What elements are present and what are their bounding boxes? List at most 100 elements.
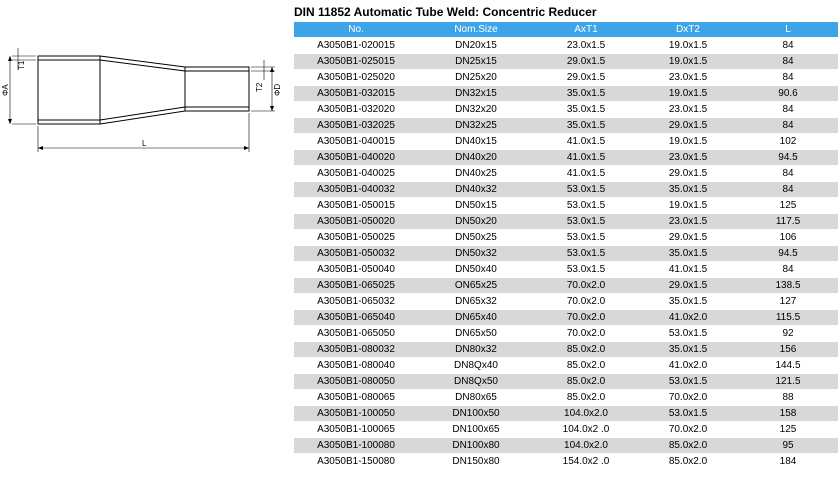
cell-nom-size: DN40x25 [418,165,534,182]
cell-part-no: A3050B1-100050 [294,405,418,422]
cell-nom-size: DN100x80 [418,437,534,454]
cell-part-no: A3050B1-025020 [294,69,418,86]
cell-nom-size: DN50x15 [418,197,534,214]
cell-dxt2: 19.0x1.5 [638,133,738,150]
cell-nom-size: DN8Qx40 [418,357,534,374]
cell-axt1: 53.0x1.5 [534,245,638,262]
cell-dxt2: 19.0x1.5 [638,85,738,102]
cell-dxt2: 53.0x1.5 [638,325,738,342]
cell-dxt2: 53.0x1.5 [638,373,738,390]
cell-part-no: A3050B1-100080 [294,437,418,454]
cell-nom-size: DN50x25 [418,229,534,246]
cell-axt1: 85.0x2.0 [534,373,638,390]
cell-axt1: 70.0x2.0 [534,325,638,342]
cell-part-no: A3050B1-050020 [294,213,418,230]
cell-dxt2: 23.0x1.5 [638,69,738,86]
reducer-drawing: T1 ΦA T2 ΦD L [1,48,282,152]
cell-dxt2: 85.0x2.0 [638,437,738,454]
cell-part-no: A3050B1-080032 [294,341,418,358]
cell-axt1: 53.0x1.5 [534,261,638,278]
cell-length: 138.5 [738,277,838,294]
cell-length: 88 [738,389,838,406]
cell-length: 90.6 [738,85,838,102]
cell-dxt2: 29.0x1.5 [638,229,738,246]
cell-axt1: 53.0x1.5 [534,197,638,214]
cell-dxt2: 70.0x2.0 [638,421,738,438]
cell-part-no: A3050B1-150080 [294,453,418,470]
cell-axt1: 35.0x1.5 [534,101,638,118]
cell-length: 144.5 [738,357,838,374]
cell-axt1: 53.0x1.5 [534,213,638,230]
cell-part-no: A3050B1-080040 [294,357,418,374]
cell-axt1: 29.0x1.5 [534,69,638,86]
column-header-nom-size: Nom.Size [418,22,534,38]
dimension-arrows [8,56,274,150]
cell-axt1: 70.0x2.0 [534,293,638,310]
cell-dxt2: 23.0x1.5 [638,149,738,166]
cell-nom-size: DN40x15 [418,133,534,150]
cell-dxt2: 35.0x1.5 [638,341,738,358]
cell-nom-size: DN25x15 [418,53,534,70]
cell-dxt2: 29.0x1.5 [638,277,738,294]
cell-axt1: 35.0x1.5 [534,117,638,134]
cell-length: 84 [738,101,838,118]
cell-axt1: 85.0x2.0 [534,389,638,406]
cell-dxt2: 29.0x1.5 [638,165,738,182]
cell-part-no: A3050B1-065032 [294,293,418,310]
cell-length: 95 [738,437,838,454]
cell-length: 102 [738,133,838,150]
cell-dxt2: 35.0x1.5 [638,181,738,198]
cell-part-no: A3050B1-080050 [294,373,418,390]
cell-dxt2: 19.0x1.5 [638,53,738,70]
cell-length: 84 [738,37,838,54]
l-label: L [142,139,147,148]
cell-axt1: 104.0x2 .0 [534,421,638,438]
cell-axt1: 85.0x2.0 [534,341,638,358]
cell-axt1: 104.0x2.0 [534,437,638,454]
cell-nom-size: DN32x15 [418,85,534,102]
cell-nom-size: DN40x20 [418,149,534,166]
cell-axt1: 29.0x1.5 [534,53,638,70]
cell-length: 84 [738,261,838,278]
cell-part-no: A3050B1-050025 [294,229,418,246]
cell-axt1: 41.0x1.5 [534,165,638,182]
cell-dxt2: 35.0x1.5 [638,293,738,310]
cell-nom-size: DN25x20 [418,69,534,86]
cell-dxt2: 41.0x2.0 [638,357,738,374]
cell-nom-size: DN50x40 [418,261,534,278]
cell-nom-size: DN65x50 [418,325,534,342]
cell-length: 92 [738,325,838,342]
cell-axt1: 41.0x1.5 [534,133,638,150]
a-label: ΦA [1,84,10,96]
cell-length: 117.5 [738,213,838,230]
cell-nom-size: DN8Qx50 [418,373,534,390]
cell-axt1: 35.0x1.5 [534,85,638,102]
cell-axt1: 23.0x1.5 [534,37,638,54]
cell-part-no: A3050B1-032015 [294,85,418,102]
cell-nom-size: DN100x50 [418,405,534,422]
cell-length: 127 [738,293,838,310]
t2-label: T2 [255,82,264,92]
cell-length: 84 [738,69,838,86]
cell-nom-size: DN150x80 [418,453,534,470]
cell-part-no: A3050B1-025015 [294,53,418,70]
cell-nom-size: DN80x65 [418,389,534,406]
cell-axt1: 53.0x1.5 [534,229,638,246]
